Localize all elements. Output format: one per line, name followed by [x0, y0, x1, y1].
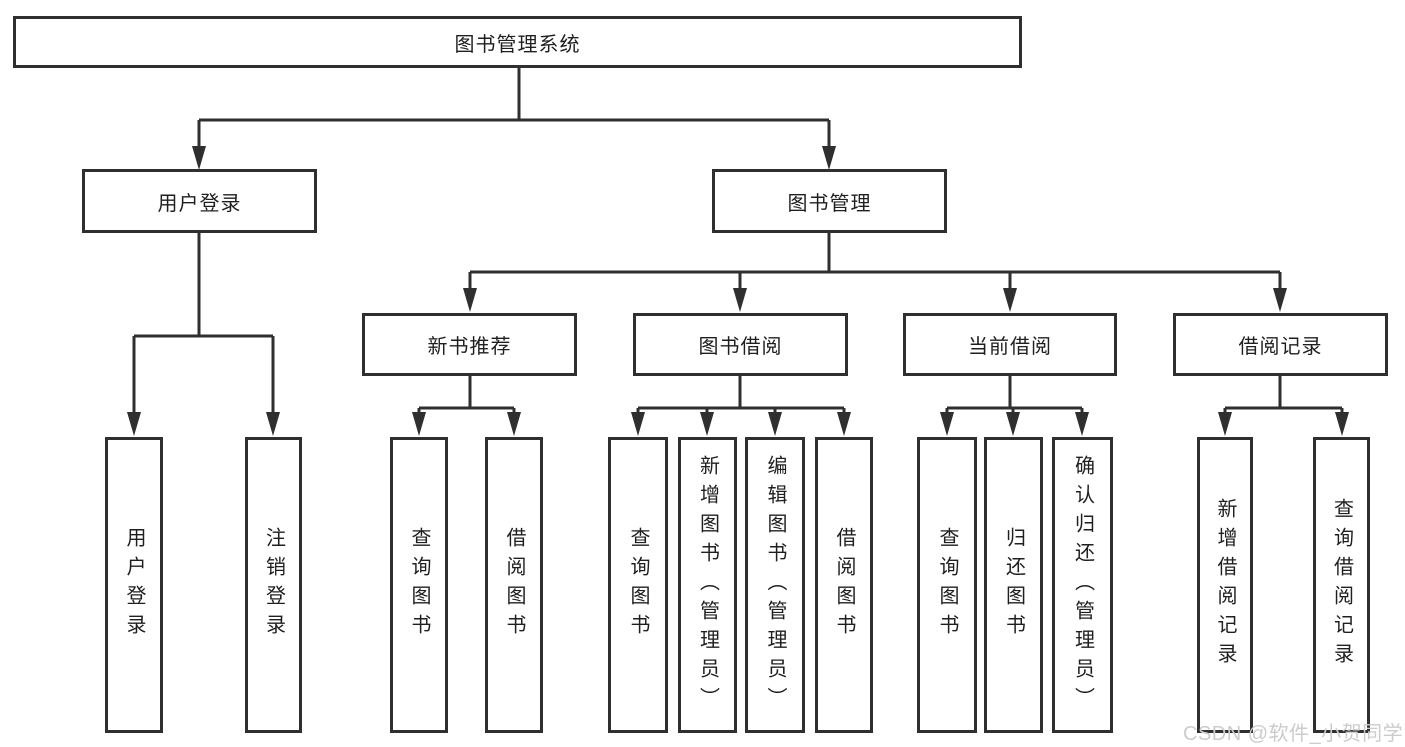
- node-book-borrow-label: 图书借阅: [698, 336, 783, 358]
- node-book-borrow: 图书借阅: [633, 313, 848, 376]
- node-new-book-recommend-label: 新书推荐: [427, 336, 512, 358]
- leaf-add-book-admin: 新增图书（管理员）: [678, 437, 737, 733]
- node-new-book-recommend: 新书推荐: [362, 313, 577, 376]
- leaf-query-books-2: 查询图书: [608, 437, 668, 733]
- leaf-borrow-books-1: 借阅图书: [485, 437, 543, 733]
- leaf-query-books-3-label: 查询图书: [936, 527, 958, 643]
- leaf-edit-book-admin-label: 编辑图书（管理员）: [764, 454, 786, 716]
- node-root: 图书管理系统: [13, 16, 1022, 68]
- leaf-add-borrow-record-label: 新增借阅记录: [1214, 498, 1236, 672]
- leaf-borrow-books-2: 借阅图书: [815, 437, 873, 733]
- leaf-confirm-return-admin-label: 确认归还（管理员）: [1071, 454, 1094, 716]
- node-user-login-label: 用户登录: [157, 192, 242, 215]
- node-current-borrow: 当前借阅: [903, 313, 1117, 376]
- leaf-logout-label: 注销登录: [262, 527, 285, 643]
- leaf-query-books-3: 查询图书: [917, 437, 977, 733]
- leaf-return-books-label: 归还图书: [1002, 527, 1025, 643]
- node-borrow-records-label: 借阅记录: [1238, 336, 1323, 358]
- leaf-query-books-2-label: 查询图书: [627, 527, 649, 643]
- node-root-label: 图书管理系统: [454, 33, 581, 56]
- node-book-management: 图书管理: [712, 169, 947, 233]
- leaf-query-borrow-record-label: 查询借阅记录: [1330, 498, 1353, 672]
- leaf-user-login: 用户登录: [105, 437, 163, 733]
- node-user-login: 用户登录: [82, 169, 317, 233]
- leaf-user-login-label: 用户登录: [123, 527, 145, 643]
- leaf-query-books-1-label: 查询图书: [408, 527, 430, 643]
- node-borrow-records: 借阅记录: [1173, 313, 1388, 376]
- leaf-add-book-admin-label: 新增图书（管理员）: [696, 454, 719, 716]
- leaf-return-books: 归还图书: [984, 437, 1043, 733]
- node-book-management-label: 图书管理: [787, 192, 872, 215]
- leaf-borrow-books-1-label: 借阅图书: [503, 527, 525, 643]
- leaf-query-borrow-record: 查询借阅记录: [1313, 437, 1370, 733]
- leaf-query-books-1: 查询图书: [390, 437, 448, 733]
- node-current-borrow-label: 当前借阅: [968, 336, 1052, 358]
- leaf-borrow-books-2-label: 借阅图书: [833, 527, 855, 643]
- leaf-confirm-return-admin: 确认归还（管理员）: [1052, 437, 1113, 733]
- leaf-logout: 注销登录: [245, 437, 302, 733]
- leaf-edit-book-admin: 编辑图书（管理员）: [745, 437, 805, 733]
- watermark: CSDN @软件_小贺同学: [1183, 723, 1404, 745]
- leaf-add-borrow-record: 新增借阅记录: [1197, 437, 1253, 733]
